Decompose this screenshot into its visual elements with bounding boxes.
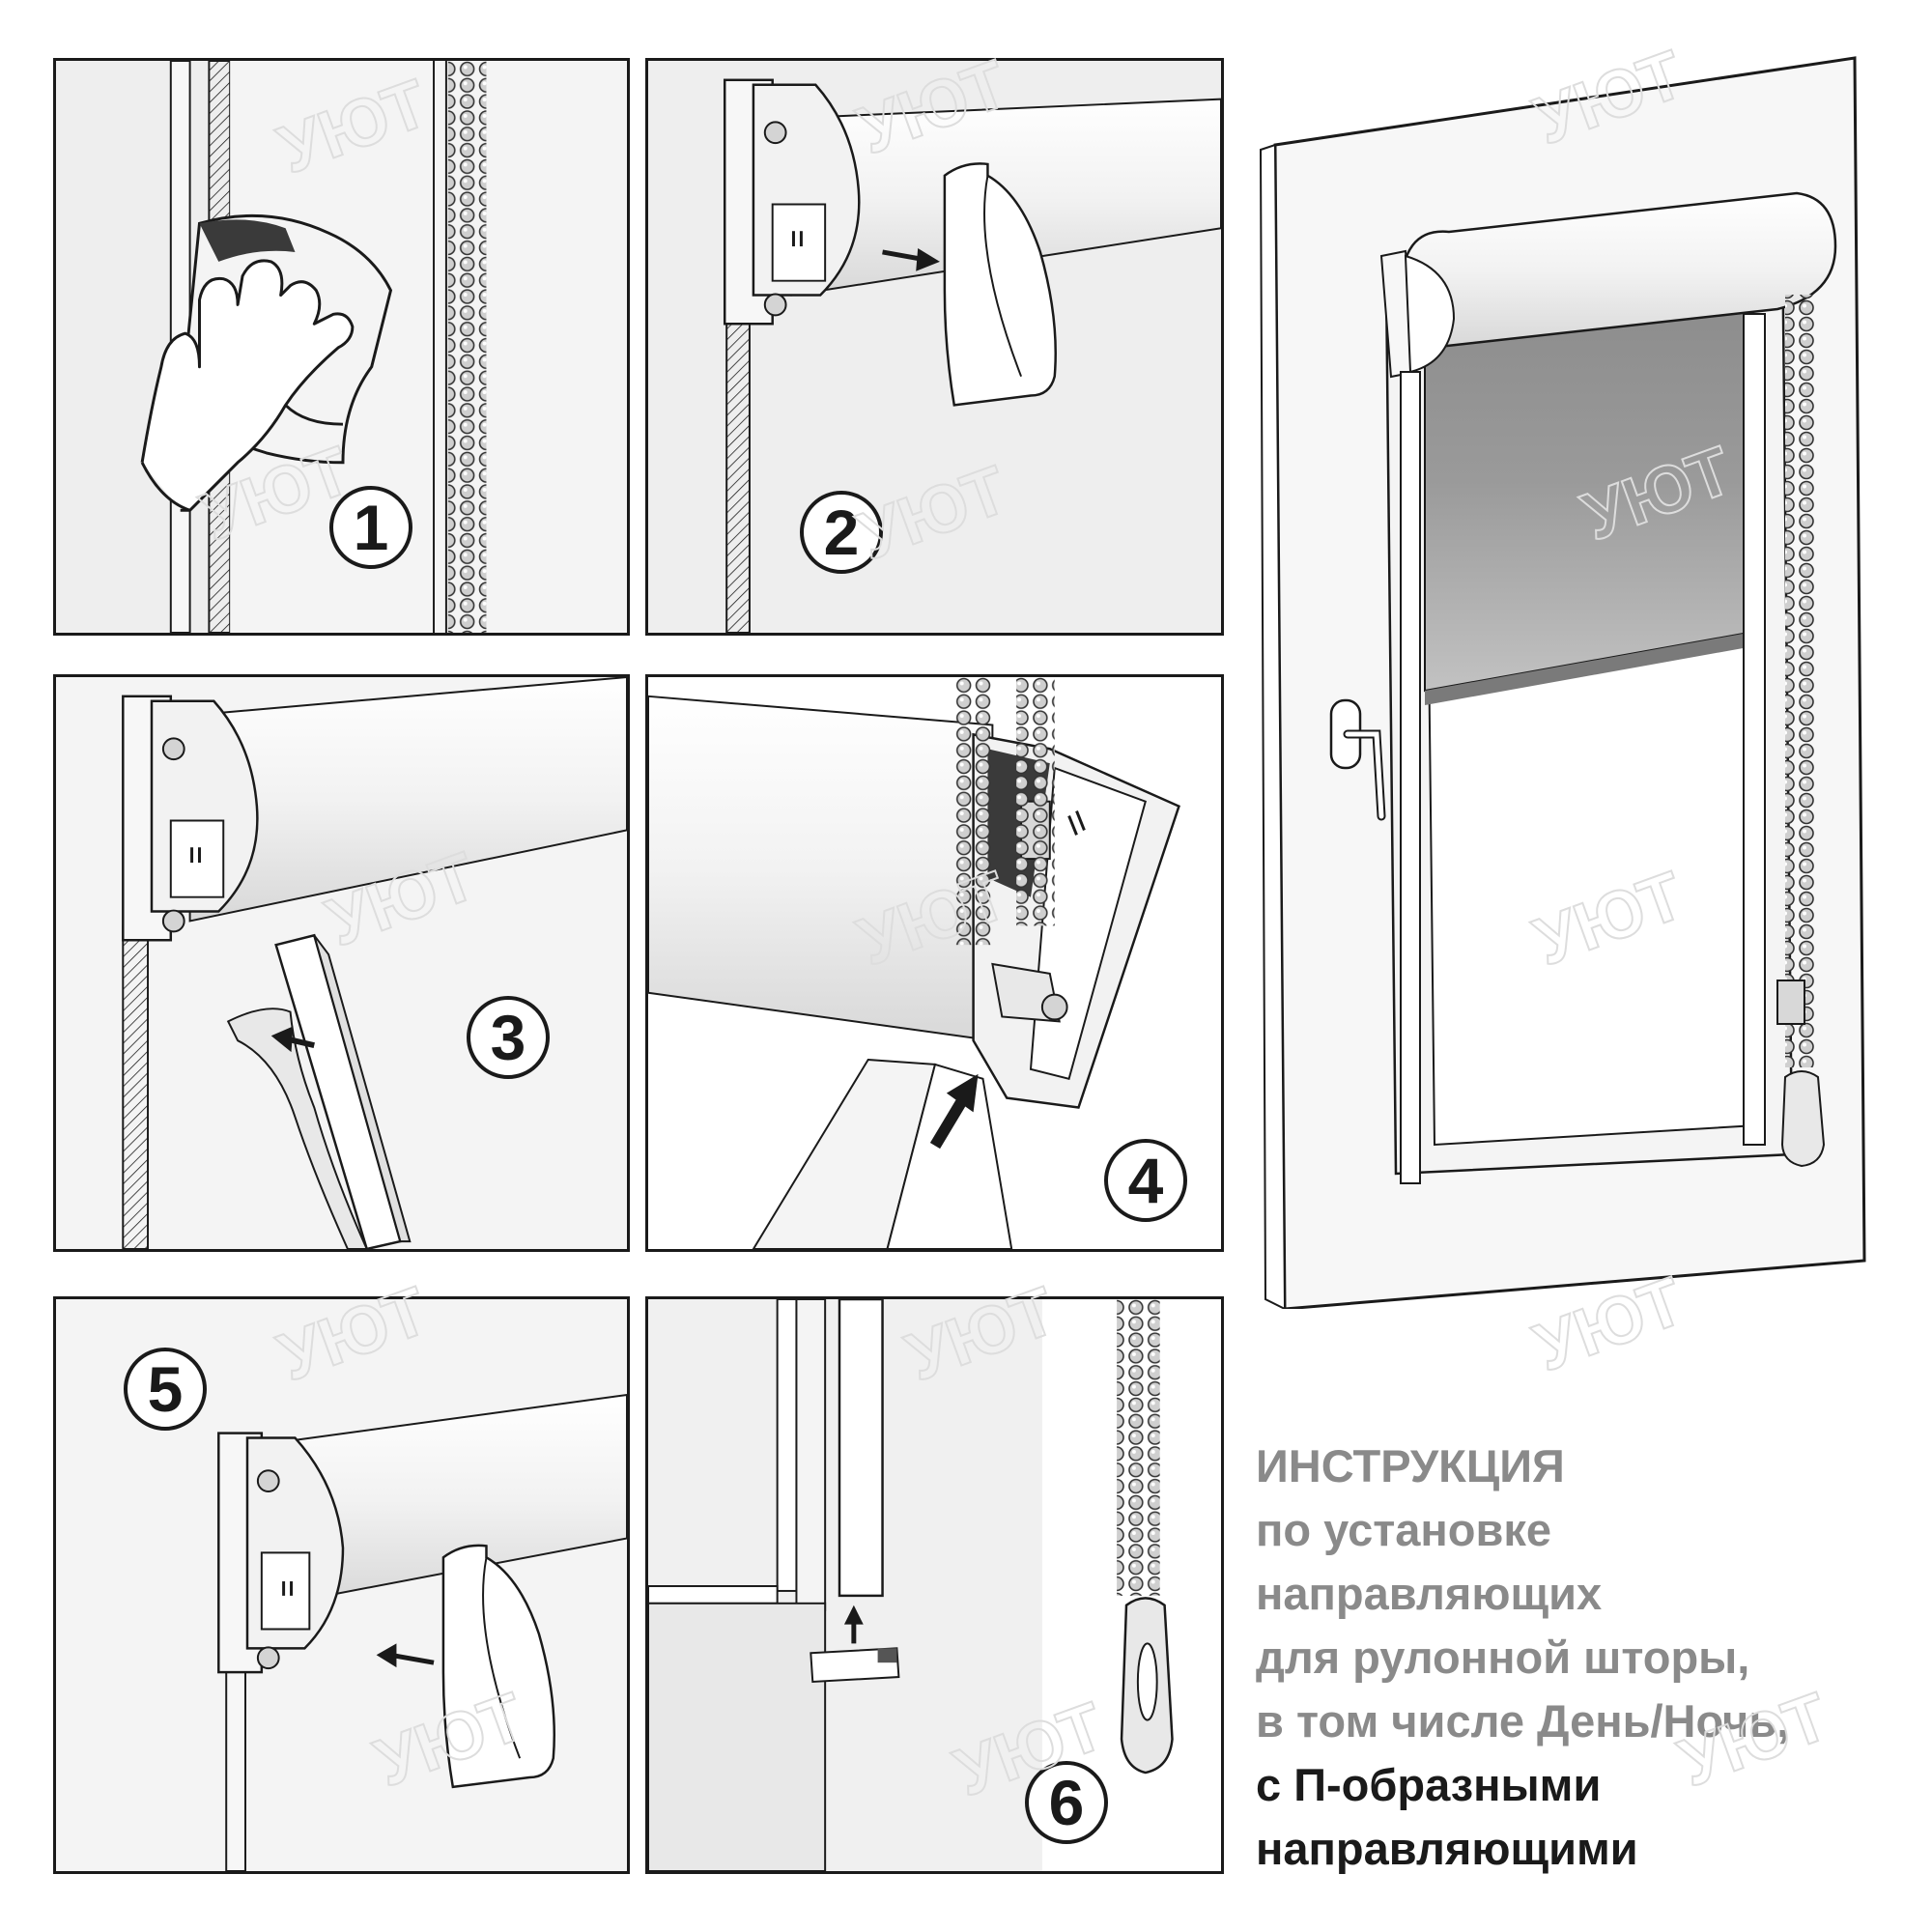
assembled-window-illustration (1256, 53, 1893, 1311)
screw-icon (1040, 993, 1068, 1021)
arrow-icon (929, 1073, 979, 1150)
screw-icon (763, 121, 787, 145)
step-number: 2 (800, 491, 883, 574)
step-6-panel: 6 (645, 1296, 1224, 1874)
hand-icon (140, 259, 355, 512)
step-number: 4 (1104, 1139, 1187, 1222)
adhesive-tape (226, 1008, 368, 1249)
end-cap (441, 1544, 555, 1789)
step-number: 5 (124, 1348, 207, 1431)
instruction-line: в том числе День/Ночь, (1256, 1695, 1790, 1746)
guide-rail (1400, 371, 1421, 1184)
guide-rail (838, 1299, 884, 1598)
step-2-panel: 2 (645, 58, 1224, 636)
instruction-title: ИНСТРУКЦИЯ (1256, 1440, 1565, 1491)
screw-icon (256, 1469, 280, 1492)
bracket-mechanism (723, 78, 861, 326)
bead-chain (953, 677, 993, 946)
instruction-line: с П-образными (1256, 1759, 1602, 1810)
instruction-line: направляющими (1256, 1823, 1638, 1874)
step-5-panel: 5 (53, 1296, 630, 1874)
arrow-icon (270, 1026, 315, 1053)
bracket-mechanism (217, 1432, 345, 1674)
arrow-icon (882, 248, 940, 271)
arrow-icon (843, 1604, 864, 1644)
screw-icon (763, 293, 787, 317)
step-number: 6 (1025, 1761, 1108, 1844)
instruction-line: по установке (1256, 1504, 1552, 1555)
bead-chain (1117, 1299, 1160, 1596)
bead-chain (1016, 677, 1055, 926)
pull-weight-icon (1776, 980, 1826, 1168)
step-3-panel: 3 (53, 674, 630, 1252)
step-number: 3 (467, 996, 550, 1079)
step-number: 1 (329, 486, 412, 569)
end-cap (810, 1647, 900, 1684)
bead-chain (1785, 295, 1814, 1067)
step-4-panel: 4 (645, 674, 1224, 1252)
step-1-panel: 1 (53, 58, 630, 636)
pull-weight-icon (1120, 1597, 1174, 1775)
bead-chain (447, 61, 487, 633)
arrow-icon (376, 1643, 435, 1668)
instruction-line: для рулонной шторы, (1256, 1632, 1750, 1683)
guide-rail (1743, 313, 1766, 1146)
guide-rail (274, 933, 412, 1249)
bracket-mechanism (122, 695, 259, 942)
screw-icon (256, 1646, 280, 1670)
end-cap (943, 162, 1057, 407)
window-handle-icon (1329, 698, 1386, 821)
screw-icon (161, 909, 185, 933)
instruction-text: ИНСТРУКЦИЯ по установке направляющих для… (1256, 1434, 1922, 1881)
screw-icon (161, 737, 185, 761)
instruction-line: направляющих (1256, 1568, 1603, 1619)
